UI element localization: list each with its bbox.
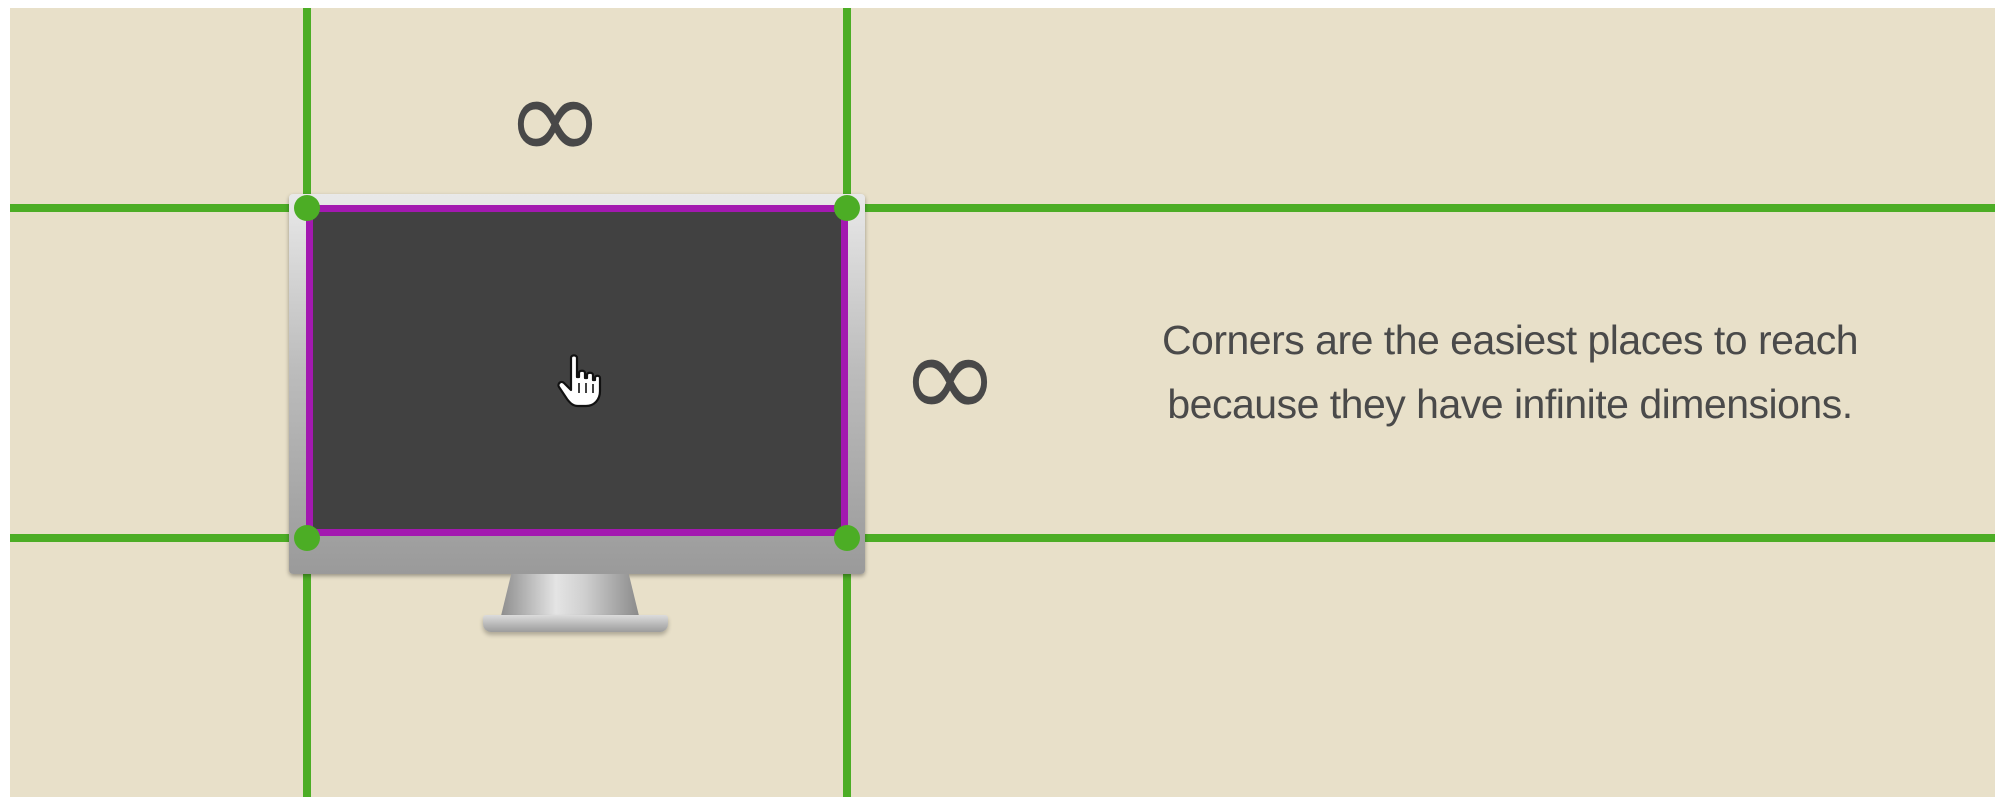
diagram-canvas: ∞ ∞ Corners are the easiest places to re… (10, 8, 1995, 797)
caption-text: Corners are the easiest places to reach … (1140, 308, 1880, 436)
corner-dot-top-right (834, 195, 860, 221)
monitor-stand-neck (500, 574, 640, 620)
infinity-symbol-top: ∞ (505, 60, 605, 180)
caption-line-1: Corners are the easiest places to reach (1140, 308, 1880, 372)
infinity-symbol-right: ∞ (900, 318, 1000, 438)
caption-line-2: because they have infinite dimensions. (1140, 372, 1880, 436)
corner-dot-top-left (294, 195, 320, 221)
corner-dot-bottom-right (834, 525, 860, 551)
hand-pointer-icon (556, 353, 602, 409)
corner-dot-bottom-left (294, 525, 320, 551)
monitor-stand-foot (483, 615, 668, 632)
